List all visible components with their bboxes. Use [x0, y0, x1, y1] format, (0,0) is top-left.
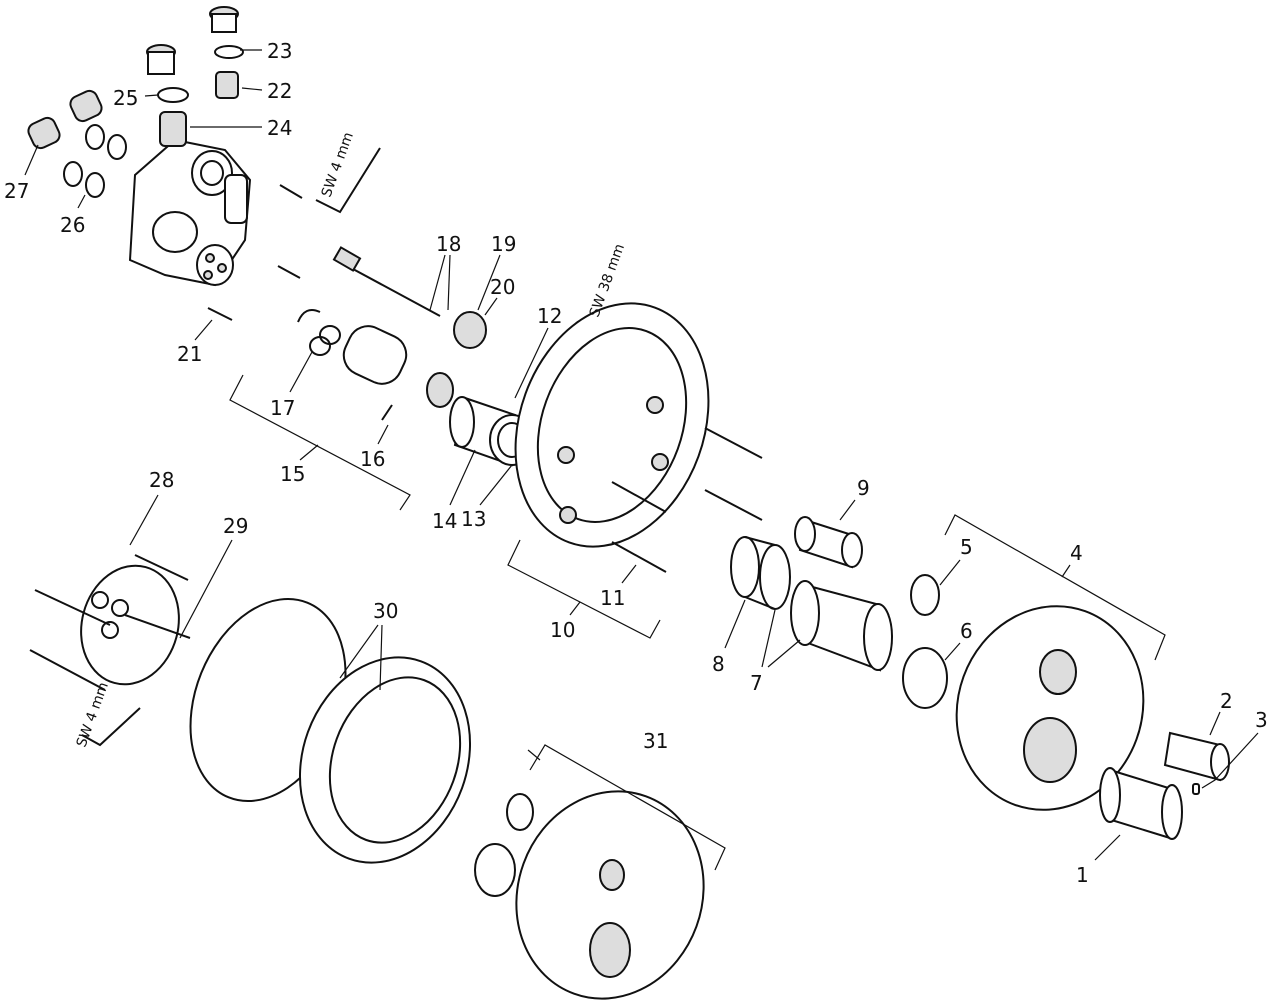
- thermostat-cartridge: [297, 246, 487, 421]
- label-26: 26: [60, 213, 85, 237]
- label-18: 18: [436, 232, 461, 256]
- label-5: 5: [960, 535, 973, 559]
- ring-30: [298, 656, 472, 864]
- label-sw4-top: SW 4 mm: [319, 130, 357, 199]
- oring-6: [902, 647, 948, 709]
- label-25: 25: [113, 86, 138, 110]
- trim-plate-4: [955, 605, 1145, 811]
- label-27: 27: [4, 179, 29, 203]
- label-6: 6: [960, 619, 973, 643]
- oring-31a: [506, 793, 534, 831]
- mounting-plate-10: [514, 302, 710, 548]
- oring-5: [910, 574, 940, 616]
- screws-11: [611, 427, 763, 573]
- label-19: 19: [491, 232, 516, 256]
- label-24: 24: [267, 116, 292, 140]
- label-11: 11: [600, 586, 625, 610]
- label-17: 17: [270, 396, 295, 420]
- label-22: 22: [267, 79, 292, 103]
- label-8: 8: [712, 652, 725, 676]
- label-28: 28: [149, 468, 174, 492]
- label-7: 7: [750, 671, 763, 695]
- valve-body: [128, 138, 252, 287]
- label-2: 2: [1220, 689, 1233, 713]
- label-13: 13: [461, 507, 486, 531]
- label-16: 16: [360, 447, 385, 471]
- label-23: 23: [267, 39, 292, 63]
- handles-1-2-3: [1099, 731, 1230, 840]
- insert-parts-22-25: [146, 6, 244, 147]
- label-21: 21: [177, 342, 202, 366]
- label-14: 14: [432, 509, 457, 533]
- sleeves-7-8-9: [730, 516, 893, 672]
- label-12: 12: [537, 304, 562, 328]
- label-3: 3: [1255, 708, 1268, 732]
- extension-set-28-29: [29, 554, 191, 747]
- label-9: 9: [857, 476, 870, 500]
- screws-21: [207, 184, 303, 321]
- label-1: 1: [1076, 863, 1089, 887]
- label-31: 31: [643, 729, 668, 753]
- label-20: 20: [490, 275, 515, 299]
- oring-31b: [474, 843, 516, 897]
- label-29: 29: [223, 514, 248, 538]
- label-15: 15: [280, 462, 305, 486]
- label-30: 30: [373, 599, 398, 623]
- label-10: 10: [550, 618, 575, 642]
- nuts-and-orings-26-27: [27, 89, 127, 198]
- label-4: 4: [1070, 541, 1083, 565]
- leader-lines: [24, 49, 1259, 871]
- hex-key-top: [315, 147, 381, 214]
- trim-plate-31: [515, 790, 705, 1000]
- sleeve-13-14: [449, 396, 535, 467]
